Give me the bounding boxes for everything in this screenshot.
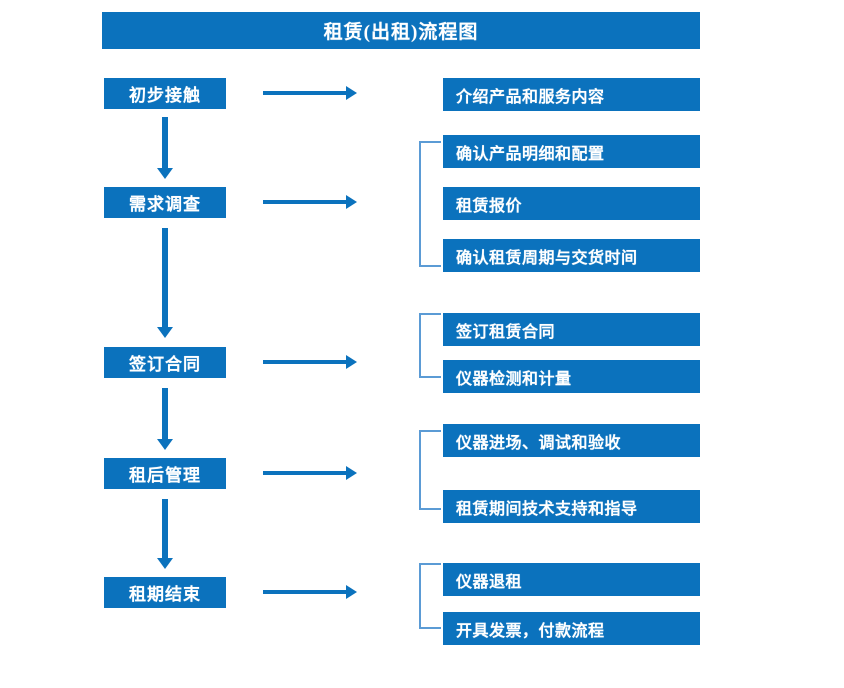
bracket-rental-end-group [419,563,441,629]
detail-box-instrument-return[interactable]: 仪器退租 [443,563,700,596]
bracket-post-rental-group [419,430,441,510]
horizontal-arrow-rental-end [263,585,357,599]
detail-box-instrument-entry-commissioning[interactable]: 仪器进场、调试和验收 [443,424,700,457]
detail-box-instrument-inspection[interactable]: 仪器检测和计量 [443,360,700,393]
stage-box-sign-contract[interactable]: 签订合同 [104,347,226,378]
stage-box-demand-survey[interactable]: 需求调查 [104,187,226,218]
detail-box-introduce-products[interactable]: 介绍产品和服务内容 [443,78,700,111]
horizontal-arrow-sign-contract [263,355,357,369]
horizontal-arrow-initial-contact [263,86,357,100]
bracket-sign-contract-group [419,313,441,378]
vertical-arrow-initial-to-demand [157,117,173,179]
detail-box-sign-rental-contract[interactable]: 签订租赁合同 [443,313,700,346]
vertical-arrow-management-to-end [157,499,173,569]
detail-box-invoice-payment[interactable]: 开具发票，付款流程 [443,612,700,645]
stage-box-post-rental-management[interactable]: 租后管理 [104,458,226,489]
bracket-demand-survey-group [419,141,441,267]
detail-box-confirm-rental-period[interactable]: 确认租赁周期与交货时间 [443,239,700,272]
horizontal-arrow-demand-survey [263,195,357,209]
stage-box-initial-contact[interactable]: 初步接触 [104,78,226,109]
vertical-arrow-contract-to-management [157,388,173,450]
detail-box-rental-quotation[interactable]: 租赁报价 [443,187,700,220]
detail-box-technical-support[interactable]: 租赁期间技术支持和指导 [443,490,700,523]
diagram-title: 租赁(出租)流程图 [102,12,700,49]
stage-box-rental-end[interactable]: 租期结束 [104,577,226,608]
horizontal-arrow-post-rental [263,466,357,480]
vertical-arrow-demand-to-contract [157,228,173,338]
detail-box-confirm-product-details[interactable]: 确认产品明细和配置 [443,135,700,168]
